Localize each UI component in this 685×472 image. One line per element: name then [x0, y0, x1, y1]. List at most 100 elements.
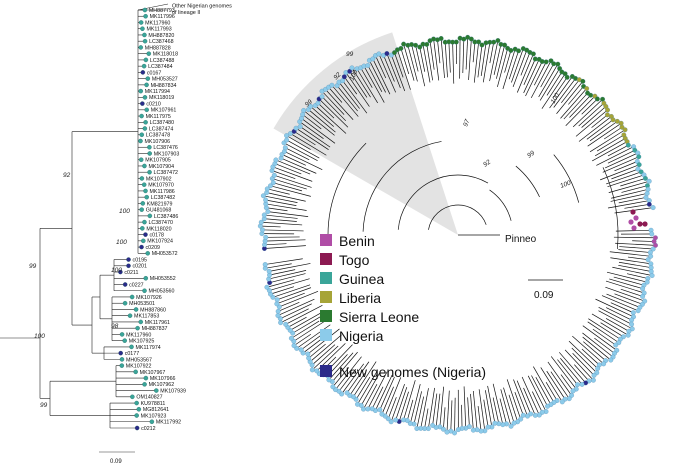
tree-branch [606, 293, 639, 307]
tree-branch [561, 81, 579, 104]
reference-tip-marker [140, 26, 145, 31]
tree-branch [281, 303, 312, 319]
tree-branch [525, 63, 542, 97]
tree-branch [604, 153, 637, 169]
circular-support-value: 92 [482, 159, 492, 169]
tip-marker [564, 74, 570, 80]
tip-marker [532, 412, 538, 418]
tip-marker [491, 39, 497, 45]
tree-branch [411, 46, 419, 72]
tree-branch [575, 110, 607, 137]
tip-label: MK117974 [136, 345, 161, 351]
tree-branch [368, 371, 388, 408]
tree-branch [268, 279, 295, 288]
tree-branch [499, 398, 507, 423]
tip-label: c0195 [133, 257, 147, 263]
tip-marker [262, 262, 268, 267]
tip-label: MK107902 [146, 176, 172, 182]
tip-label: MK117975 [146, 114, 171, 120]
tree-branch [552, 78, 567, 99]
left-support-value: 100 [34, 333, 45, 340]
tree-branch [350, 373, 366, 395]
tip-marker [263, 197, 269, 203]
tree-branch [605, 318, 628, 331]
tree-branch [618, 197, 645, 204]
tree-branch [291, 309, 326, 330]
tip-marker [502, 42, 508, 48]
tree-branch [285, 143, 318, 161]
tip-label: c0167 [147, 70, 161, 76]
tip-marker [584, 86, 590, 91]
reference-tip-marker [122, 338, 127, 343]
reference-tip-marker [135, 325, 140, 331]
tree-branch [262, 225, 281, 228]
tree-branch [606, 172, 640, 185]
tree-branch [571, 347, 596, 372]
tree-branch [266, 245, 306, 249]
tip-marker [392, 50, 397, 56]
tree-branch [276, 175, 312, 188]
reference-tip-marker [144, 194, 149, 200]
tip-marker [283, 321, 289, 327]
tip-marker [293, 125, 299, 131]
reference-tip-marker [145, 251, 150, 256]
tip-label: MK107924 [147, 239, 173, 245]
tip-label: MK117996 [150, 14, 175, 20]
tip-marker [291, 343, 297, 349]
tree-branch [589, 122, 616, 142]
tree-branch [410, 384, 421, 422]
tree-branch [508, 52, 519, 80]
tree-branch [560, 358, 582, 384]
tip-marker [604, 112, 610, 118]
tip-label: c0177 [125, 351, 139, 357]
circular-tree-panel: 99 100 92 99 100 97 92 99 100 Pinneo 0.0… [257, 32, 658, 436]
tree-branch [354, 361, 377, 396]
tree-branch [278, 287, 312, 300]
tip-marker [414, 426, 420, 431]
tree-branch [523, 61, 539, 94]
tip-label: MK107923 [141, 413, 167, 419]
reference-tip-marker [134, 400, 139, 406]
tree-branch [275, 182, 303, 192]
tree-branch [333, 351, 358, 381]
tree-branch [265, 195, 298, 203]
tree-branch [550, 356, 576, 388]
tree-branch [530, 62, 551, 99]
tree-branch [435, 393, 441, 426]
tip-marker [326, 377, 332, 383]
tip-marker [642, 175, 648, 181]
tree-branch [452, 44, 455, 84]
tree-branch [416, 396, 424, 427]
tree-branch [444, 44, 448, 78]
reference-tip-marker [147, 213, 153, 219]
tip-marker [270, 180, 276, 186]
tree-branch [515, 165, 540, 198]
legend-label-liberia: Liberia [339, 290, 381, 306]
tip-marker [365, 63, 371, 68]
tip-marker [500, 422, 506, 428]
tip-marker [640, 286, 646, 292]
tree-branch [301, 127, 331, 148]
reference-tip-marker [143, 276, 149, 281]
circular-tree-tips [257, 34, 658, 436]
legend-swatch-liberia [320, 291, 332, 303]
legend-swatch-sierra-leone [320, 310, 332, 322]
tip-label: c0201 [133, 264, 147, 270]
tree-branch [278, 292, 305, 304]
reference-tip-marker [138, 45, 144, 50]
tree-branch [559, 352, 585, 382]
tree-branch [600, 322, 622, 337]
tree-branch [326, 90, 354, 121]
tree-branch [287, 304, 323, 324]
tree-branch [323, 97, 347, 122]
tip-marker [632, 147, 638, 153]
new-genome-tip-marker [341, 74, 347, 80]
tree-branch [598, 310, 631, 329]
tip-marker [369, 406, 375, 412]
reference-tip-marker [144, 82, 149, 88]
tree-branch [271, 263, 311, 272]
tree-branch [615, 229, 650, 232]
tree-branch [607, 200, 648, 209]
circular-support-value: 99 [304, 98, 314, 108]
tip-marker [637, 221, 643, 227]
